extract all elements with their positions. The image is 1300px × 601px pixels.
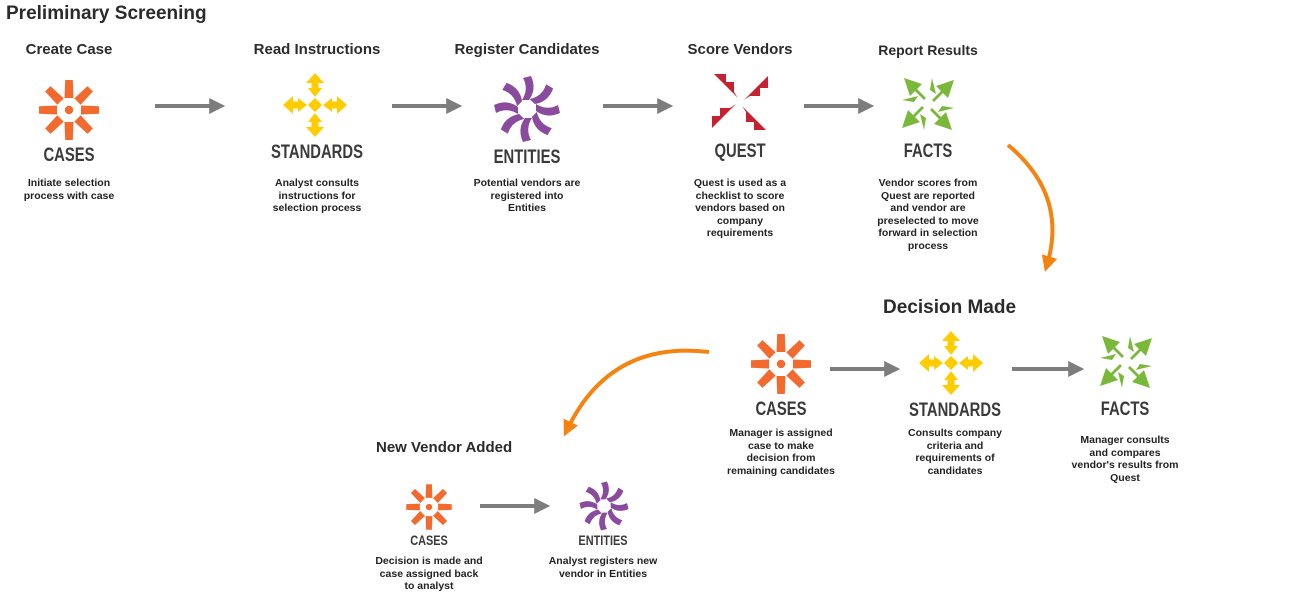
curved-arrow-left (563, 348, 710, 437)
step-description: Potential vendors are registered into En… (473, 177, 581, 214)
brand-cases: CASES (43, 145, 95, 166)
brand-standards: STANDARDS (909, 400, 1001, 421)
step-title-report-results: Report Results (878, 42, 978, 58)
step-description: Consults company criteria and requiremen… (908, 427, 1002, 477)
brand-facts: FACTS (903, 141, 953, 162)
step-description: Decision is made and case assigned back … (375, 555, 483, 592)
section-title-decision-made: Decision Made (883, 297, 1017, 318)
page-title: Preliminary Screening (6, 3, 207, 24)
brand-standards: STANDARDS (271, 142, 363, 163)
step-description: Analyst registers new vendor in Entities (548, 555, 658, 580)
step-description: Manager is assigned case to make decisio… (727, 427, 835, 477)
brand-cases: CASES (410, 532, 448, 548)
step-description: Initiate selection process with case (23, 177, 115, 202)
step-description: Analyst consults instructions for select… (272, 177, 362, 214)
section-title-new-vendor-added: New Vendor Added (376, 439, 513, 456)
step-description: Vendor scores from Quest are reported an… (877, 177, 979, 252)
brand-facts: FACTS (1100, 399, 1150, 420)
step-description: Quest is used as a checklist to score ve… (693, 177, 787, 239)
brand-entities: ENTITIES (578, 532, 628, 548)
step-title-register-candidates: Register Candidates (454, 41, 600, 58)
step-title-create-case: Create Case (25, 41, 113, 58)
brand-quest: QUEST (714, 141, 766, 162)
step-title-read-instructions: Read Instructions (253, 41, 381, 58)
step-description: Manager consults and compares vendor's r… (1071, 434, 1179, 484)
curved-arrow-down (1006, 143, 1058, 272)
step-title-score-vendors: Score Vendors (687, 41, 793, 58)
brand-cases: CASES (755, 399, 807, 420)
brand-entities: ENTITIES (493, 147, 561, 168)
